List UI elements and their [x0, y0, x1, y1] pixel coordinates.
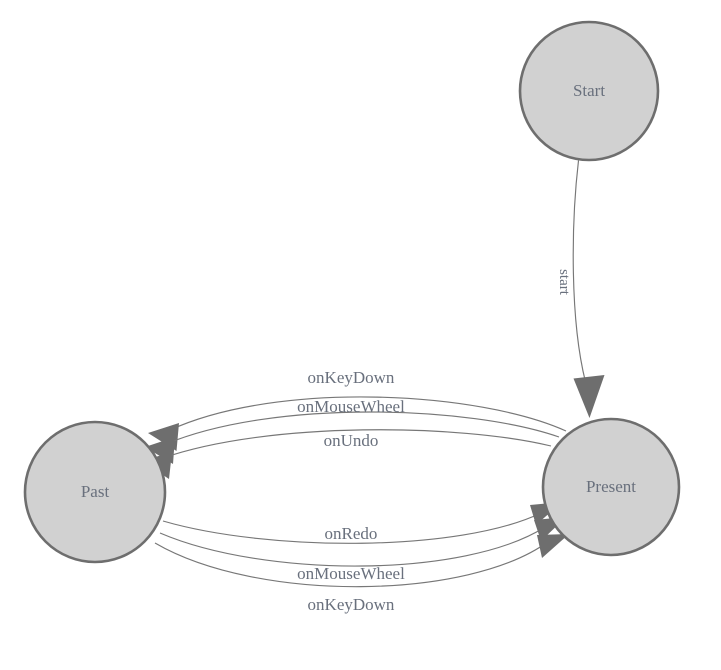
- node-past-circle: [23, 420, 167, 564]
- node-past[interactable]: Past: [23, 420, 167, 564]
- node-present-label: Present: [586, 477, 636, 496]
- edge-onkeydown-past-to-present[interactable]: onKeyDown: [154, 534, 569, 614]
- node-start-circle: [518, 20, 660, 162]
- edge-onmousewheel-dn-label: onMouseWheel: [297, 564, 405, 583]
- edge-onmousewheel-dn-path: [159, 526, 546, 567]
- node-present-circle: [541, 417, 681, 557]
- edge-onkeydown-up-label: onKeyDown: [308, 368, 395, 387]
- node-past-label: Past: [81, 482, 110, 501]
- edge-onmousewheel-up-path: [165, 411, 560, 445]
- edge-start-label: start: [556, 269, 572, 296]
- edge-onredo-label: onRedo: [325, 524, 378, 543]
- edge-onkeydown-dn-path: [154, 540, 550, 588]
- node-present[interactable]: Present: [541, 417, 681, 557]
- edge-onkeydown-dn-arrowhead: [537, 534, 569, 558]
- node-start-label: Start: [573, 81, 605, 100]
- edge-start-path: [572, 160, 587, 383]
- edge-onkeydown-dn-label: onKeyDown: [308, 595, 395, 614]
- edge-onmousewheel-up-label: onMouseWheel: [297, 397, 405, 416]
- edge-start-arrowhead: [573, 375, 605, 418]
- edge-onredo-past-to-present[interactable]: onRedo: [162, 502, 562, 544]
- edge-start[interactable]: start: [556, 160, 605, 419]
- edge-onundo-path: [162, 429, 552, 459]
- edge-onundo-present-to-past[interactable]: onUndo: [142, 429, 552, 479]
- node-start[interactable]: Start: [518, 20, 660, 162]
- edge-onundo-label: onUndo: [324, 431, 379, 450]
- edge-onkeydown-up-path: [169, 396, 567, 432]
- edge-onredo-path: [162, 512, 542, 544]
